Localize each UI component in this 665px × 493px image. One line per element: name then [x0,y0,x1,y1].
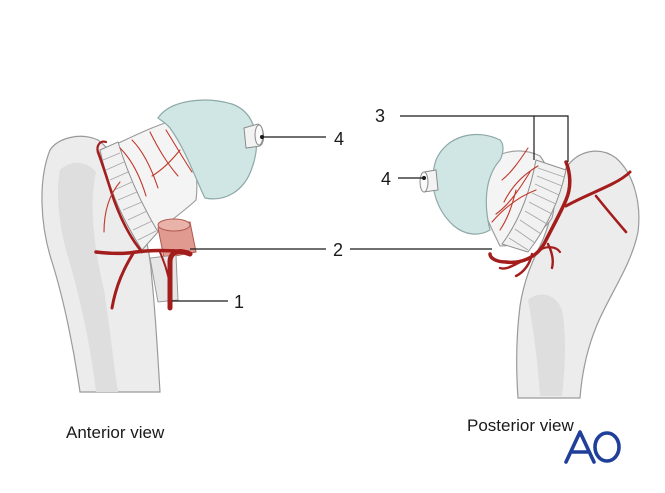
posterior-arteries [488,147,632,278]
label-3: 3 [375,106,385,126]
anterior-femur-illustration [41,99,265,393]
label-4-posterior: 4 [381,169,391,189]
number-labels: 4 2 1 3 4 [234,106,391,312]
posterior-ligament-stub [419,169,439,193]
caption-posterior-view: Posterior view [467,416,574,435]
posterior-femur-shade [528,294,565,396]
label-4-anterior: 4 [334,129,344,149]
posterior-femur-illustration [419,133,640,399]
anterior-capsule [99,141,159,251]
leader-lines [172,115,569,302]
posterior-femoral-head [432,133,504,235]
label-2: 2 [333,240,343,260]
caption-anterior-view: Anterior view [66,423,165,442]
label-1: 1 [234,292,244,312]
posterior-capsule [501,159,567,253]
anterior-femoral-head [157,99,258,200]
anterior-arteries [94,129,193,311]
anterior-femur-shade [58,162,118,392]
ao-logo [564,430,621,464]
leader-3 [400,115,569,162]
